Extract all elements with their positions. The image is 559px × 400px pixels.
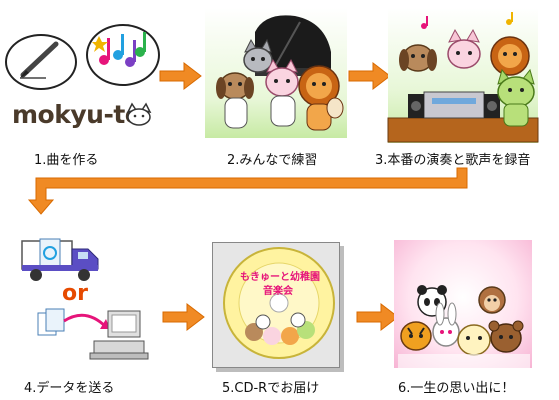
arrow-right-icon (162, 302, 205, 332)
green-cat-icon (497, 68, 535, 127)
step-2-practice: 2.みんなで練習 (205, 8, 347, 168)
cd-title-line1: もきゅーと幼稚園 (240, 272, 320, 283)
step-2-label: 2.みんなで練習 (227, 153, 318, 168)
delivery-truck-icon (21, 238, 99, 281)
musician-animals-icon (216, 38, 344, 131)
cd-disc-icon (223, 247, 335, 359)
step-1-compose: mokyu-to 1.曲を作る (0, 0, 160, 168)
step-5-label: 5.CD-Rでお届け (222, 381, 320, 396)
step-6-memory: 6.一生の思い出に！ (392, 240, 559, 400)
or-text: or (62, 281, 88, 306)
step-4-send-data: or 4.データを送る (0, 225, 165, 400)
animal-group-icon (398, 285, 530, 368)
mokyu-to-logo: mokyu-to (12, 100, 142, 129)
step-4-label: 4.データを送る (24, 381, 115, 396)
cat-face-icon (126, 102, 152, 126)
singing-animals-icon (399, 12, 530, 76)
step-6-label: 6.一生の思い出に！ (398, 381, 515, 396)
cd-title-line2: 音楽会 (263, 286, 293, 297)
practice-illustration (205, 8, 347, 138)
arrow-right-icon (348, 61, 391, 91)
arrow-right-icon (356, 302, 399, 332)
step-3-recording: 3.本番の演奏と歌声を録音 (372, 8, 559, 168)
step-1-label: 1.曲を作る (34, 153, 99, 168)
step-3-label: 3.本番の演奏と歌声を録音 (375, 153, 531, 168)
music-notes-icon (92, 32, 146, 67)
file-transfer-icon (37, 308, 149, 360)
recording-illustration (387, 8, 539, 143)
speech-bubble-pen (5, 34, 77, 90)
elbow-arrow-icon (27, 167, 468, 215)
arrow-right-icon (159, 61, 202, 91)
step-5-cd-delivery: もきゅーと幼稚園 音楽会 5.CD-Rでお届け (200, 228, 360, 400)
pen-icon (20, 41, 59, 79)
